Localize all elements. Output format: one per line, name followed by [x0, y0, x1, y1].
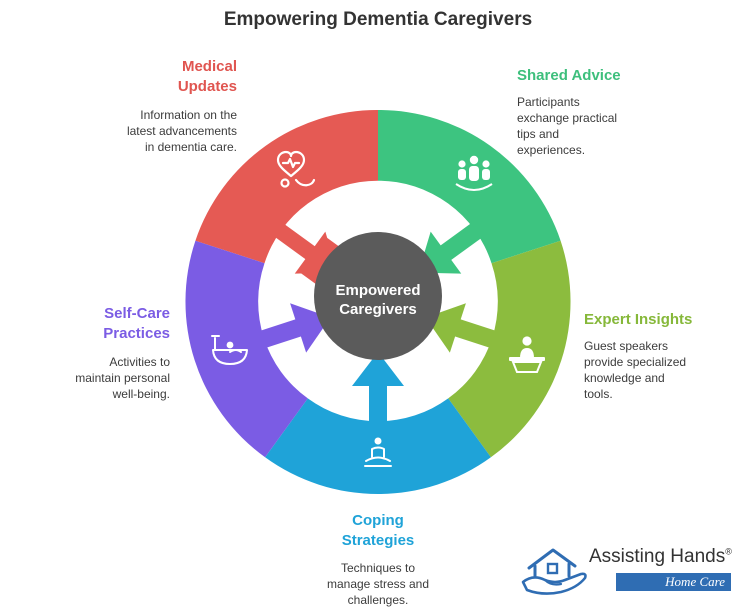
logo-tagline: Home Care — [616, 573, 731, 591]
meditation-icon — [364, 437, 392, 467]
self-care-title: Self-Care Practices — [103, 305, 170, 342]
segment-shared — [378, 109, 561, 264]
shared-advice-desc: Participants exchange practical tips and… — [517, 95, 618, 157]
expert-insights-title: Expert Insights — [584, 311, 693, 328]
segment-coping — [265, 398, 491, 495]
group-icon — [455, 155, 493, 191]
arrow-coping — [352, 352, 404, 424]
assisting-hands-logo: Assisting Hands® Home Care — [521, 542, 736, 602]
logo-name: Assisting Hands® — [589, 546, 732, 567]
segment-expert — [448, 240, 571, 458]
speaker-podium-icon — [509, 336, 545, 373]
page-title: Empowering Dementia Caregivers — [223, 9, 533, 30]
center-circle — [314, 232, 442, 360]
shared-advice-title: Shared Advice — [517, 67, 621, 84]
self-care-desc: Activities to maintain personal well-bei… — [75, 355, 170, 401]
registered-mark: ® — [725, 546, 732, 557]
expert-insights-desc: Guest speakers provide specialized knowl… — [584, 339, 687, 401]
medical-updates-desc: Information on the latest advancements i… — [126, 108, 237, 154]
medical-updates-title: Medical Updates — [177, 58, 237, 95]
bath-icon — [211, 335, 248, 365]
heart-stethoscope-icon — [276, 150, 316, 188]
coping-strategies-title: Coping Strategies — [341, 512, 415, 549]
center-line2: Caregivers — [339, 301, 417, 318]
house-hand-icon — [521, 548, 587, 595]
coping-strategies-desc: Techniques to manage stress and challeng… — [326, 561, 430, 607]
center-line1: Empowered — [335, 282, 420, 299]
